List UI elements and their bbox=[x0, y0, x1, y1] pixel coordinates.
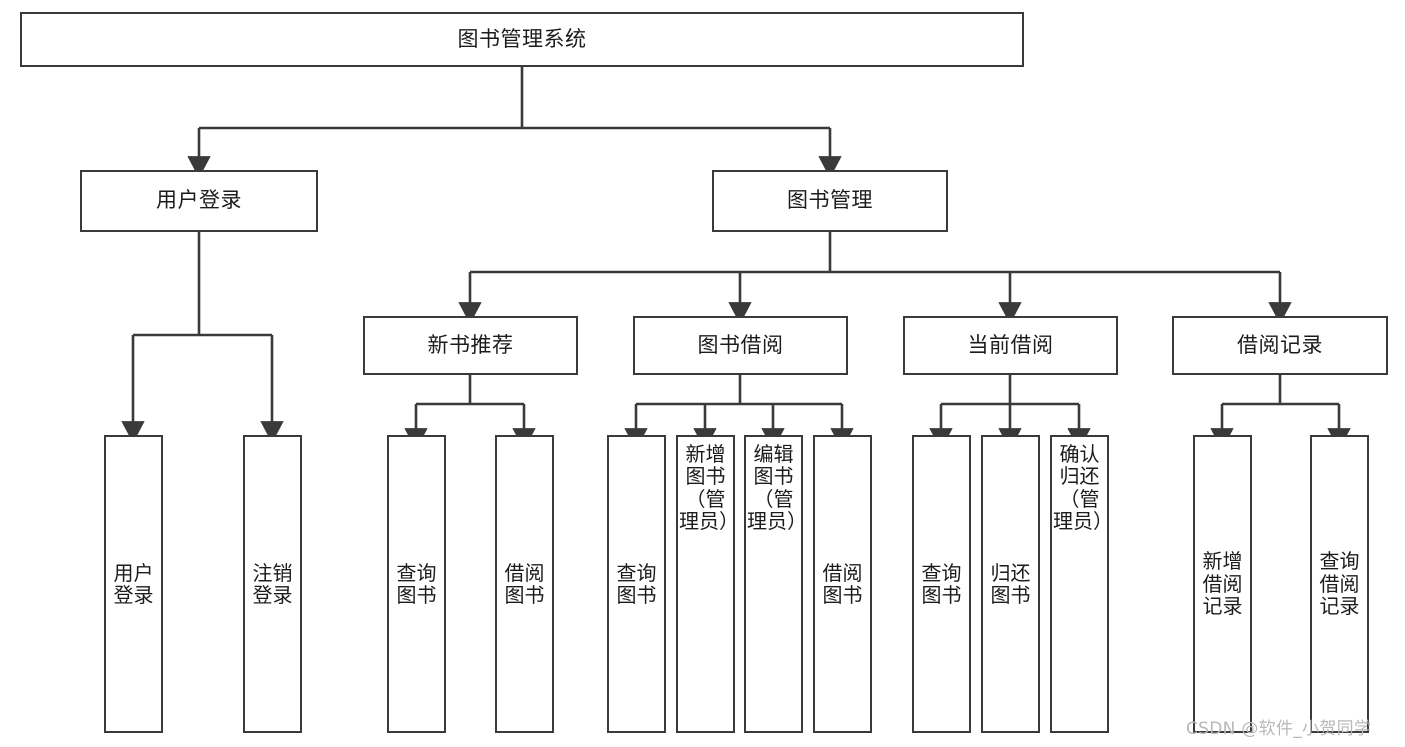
node-leaf-confirm-return[interactable]: 确认归还（管理员） bbox=[1050, 435, 1113, 733]
node-current-borrow-label: 当前借阅 bbox=[967, 332, 1054, 357]
node-new-book-recommend[interactable]: 新书推荐 bbox=[363, 316, 578, 375]
node-leaf-add-record[interactable]: 新增借阅记录 bbox=[1193, 435, 1252, 733]
node-new-book-recommend-label: 新书推荐 bbox=[427, 332, 514, 357]
node-leaf-edit-book[interactable]: 编辑图书（管理员） bbox=[744, 435, 807, 733]
node-leaf-add-book[interactable]: 新增图书（管理员） bbox=[676, 435, 739, 733]
node-leaf-query-book-1[interactable]: 查询图书 bbox=[387, 435, 446, 733]
node-leaf-user-login-label: 用户登录 bbox=[113, 560, 154, 607]
node-leaf-query-record-label: 查询借阅记录 bbox=[1319, 549, 1360, 619]
node-leaf-query-book-3-label: 查询图书 bbox=[921, 560, 962, 607]
node-leaf-user-logout-label: 注销登录 bbox=[252, 560, 293, 607]
node-leaf-user-login[interactable]: 用户登录 bbox=[104, 435, 163, 733]
node-leaf-user-logout[interactable]: 注销登录 bbox=[243, 435, 302, 733]
node-leaf-borrow-book-1-label: 借阅图书 bbox=[504, 560, 545, 607]
node-leaf-borrow-book-2[interactable]: 借阅图书 bbox=[813, 435, 872, 733]
node-book-borrow[interactable]: 图书借阅 bbox=[633, 316, 848, 375]
node-leaf-query-record[interactable]: 查询借阅记录 bbox=[1310, 435, 1369, 733]
node-borrow-record-label: 借阅记录 bbox=[1237, 332, 1323, 357]
node-book-management[interactable]: 图书管理 bbox=[712, 170, 948, 232]
node-book-management-label: 图书管理 bbox=[787, 188, 873, 213]
node-leaf-confirm-return-label: 确认归还（管理员） bbox=[1053, 442, 1113, 534]
node-leaf-query-book-1-label: 查询图书 bbox=[396, 560, 437, 607]
watermark-text: CSDN @软件_小贺同学 bbox=[1186, 719, 1372, 739]
node-leaf-return-book-label: 归还图书 bbox=[990, 560, 1031, 607]
node-leaf-query-book-2-label: 查询图书 bbox=[616, 560, 657, 607]
node-current-borrow[interactable]: 当前借阅 bbox=[903, 316, 1118, 375]
node-root[interactable]: 图书管理系统 bbox=[20, 12, 1024, 67]
node-user-login[interactable]: 用户登录 bbox=[80, 170, 318, 232]
node-book-borrow-label: 图书借阅 bbox=[697, 332, 784, 357]
node-leaf-query-book-3[interactable]: 查询图书 bbox=[912, 435, 971, 733]
node-leaf-borrow-book-2-label: 借阅图书 bbox=[822, 560, 863, 607]
node-leaf-add-book-label: 新增图书（管理员） bbox=[679, 442, 739, 534]
node-borrow-record[interactable]: 借阅记录 bbox=[1172, 316, 1388, 375]
node-leaf-add-record-label: 新增借阅记录 bbox=[1202, 549, 1243, 619]
node-leaf-borrow-book-1[interactable]: 借阅图书 bbox=[495, 435, 554, 733]
node-user-login-label: 用户登录 bbox=[156, 188, 242, 213]
node-leaf-query-book-2[interactable]: 查询图书 bbox=[607, 435, 666, 733]
node-leaf-edit-book-label: 编辑图书（管理员） bbox=[747, 442, 807, 534]
node-leaf-return-book[interactable]: 归还图书 bbox=[981, 435, 1040, 733]
node-root-label: 图书管理系统 bbox=[457, 26, 587, 51]
